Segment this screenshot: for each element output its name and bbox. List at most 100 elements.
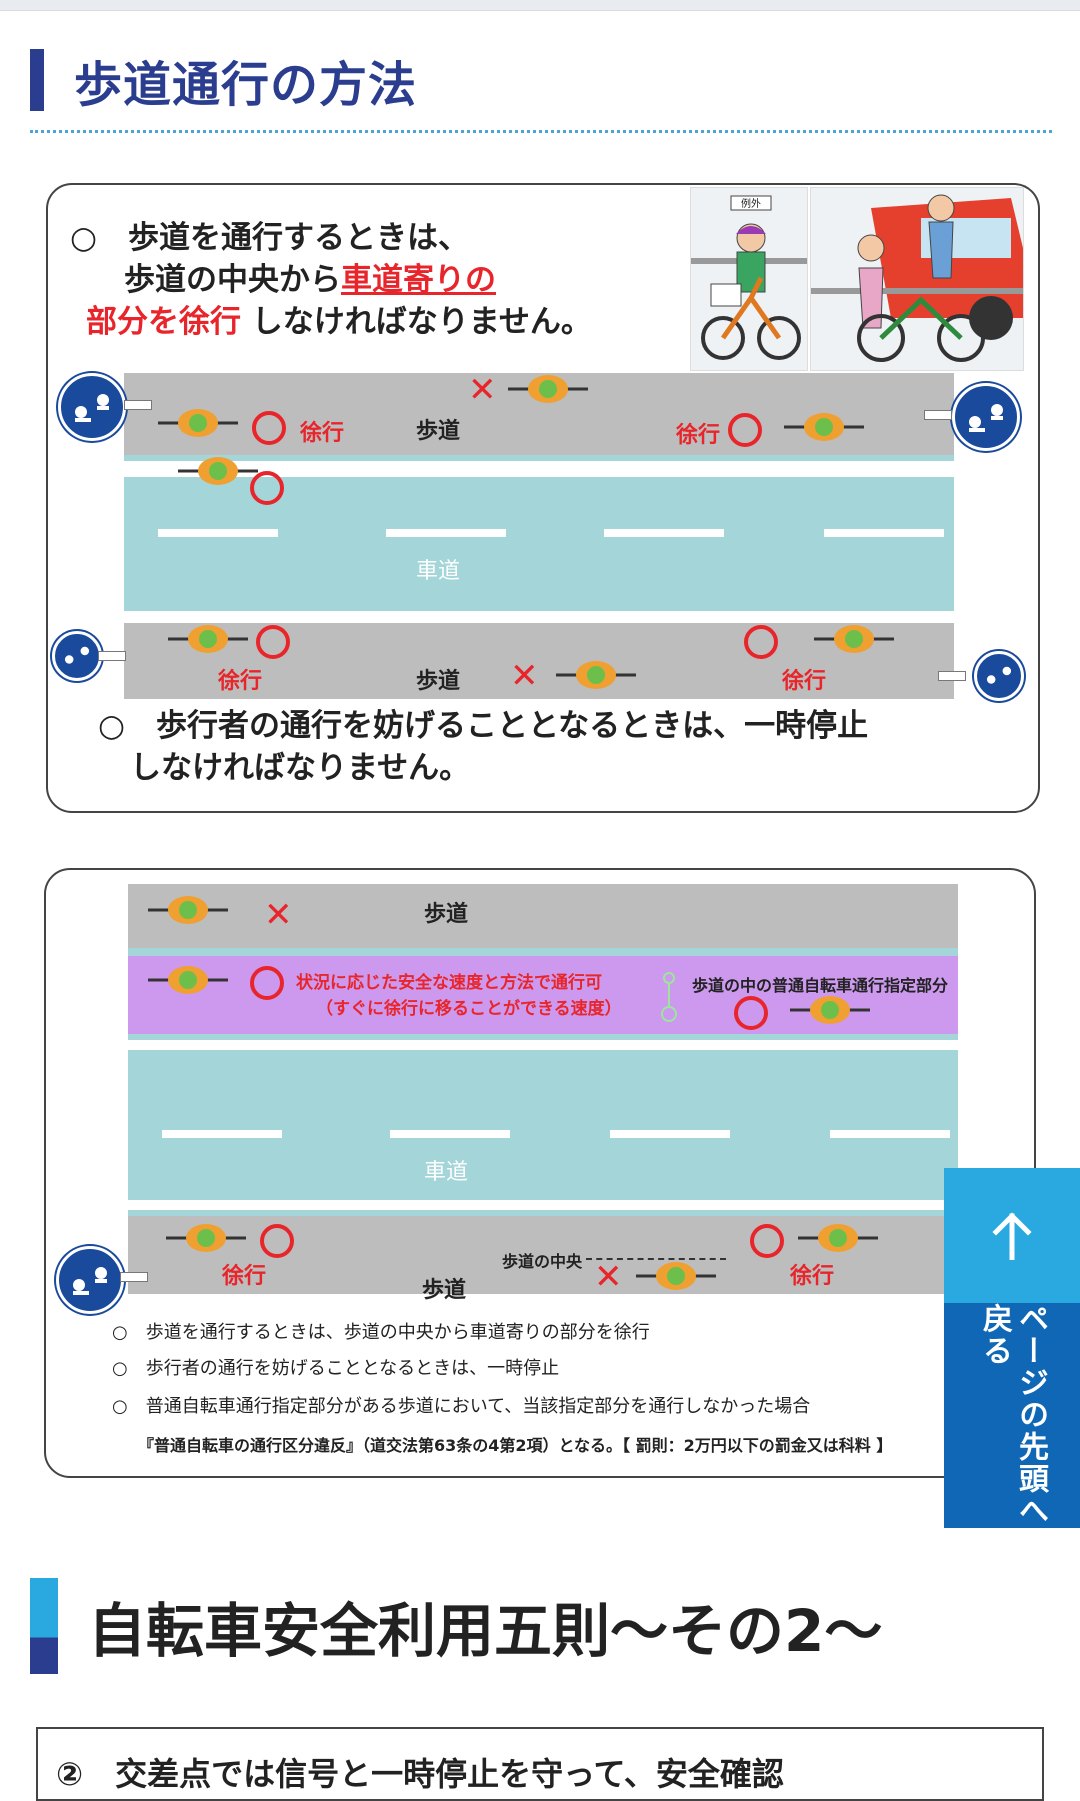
- lane-marking: [610, 1130, 730, 1138]
- back-to-top-arrow-area[interactable]: [944, 1168, 1080, 1303]
- slow-label: 徐行: [790, 1264, 835, 1289]
- slow-label: 徐行: [782, 669, 827, 694]
- arrow-up-icon: [992, 1211, 1032, 1260]
- section-title: 歩道通行の方法: [74, 57, 418, 113]
- sidewalk-rules-diagram-2: 車道 歩道 ✕ 状況に応じた安全な速度と方法で通行可 （すぐに徐行に移ることがで…: [44, 868, 1036, 1478]
- elderly-cyclist-illustration: 例外: [690, 187, 808, 371]
- bicycle-icon: [814, 625, 894, 653]
- roadway: [124, 477, 954, 611]
- ng-cross-icon: ✕: [594, 1257, 623, 1297]
- bicycle-pedestrian-sign-icon: [58, 373, 126, 441]
- curb: [124, 611, 954, 623]
- back-to-top-label-area[interactable]: ページの先頭へ戻る: [944, 1303, 1080, 1528]
- walking-bicycle-illustration: [810, 187, 1024, 371]
- ok-circle-icon: [744, 625, 778, 659]
- note-3: ○ 普通自転車通行指定部分がある歩道において、当該指定部分を通行しなかった場合: [112, 1396, 811, 1417]
- bicycle-icon: [636, 1262, 716, 1290]
- sidewalk-edge: [128, 948, 958, 956]
- lane-marking: [604, 529, 724, 537]
- rule-text-line2b: 車道寄りの: [341, 262, 496, 298]
- sign-post: [120, 1272, 148, 1282]
- ok-circle-icon: [728, 413, 762, 447]
- sidewalk-label: 歩道: [416, 669, 461, 694]
- bicycle-pedestrian-sign-icon: [952, 383, 1020, 451]
- lane-marking: [830, 1130, 950, 1138]
- rule-text-line3: 部分を徐行 しなければなりません。: [86, 301, 592, 343]
- roadway-edge: [124, 455, 954, 461]
- bicycle-icon: [148, 896, 228, 924]
- bicycle-lane-marking-icon: [661, 972, 677, 1022]
- bicycle-icon: [158, 409, 238, 437]
- designated-lane-label: 歩道の中の普通自転車通行指定部分: [692, 976, 949, 995]
- rule-2-box: ② 交差点では信号と一時停止を守って、安全確認: [36, 1727, 1044, 1801]
- lane-marking: [824, 529, 944, 537]
- center-dashed-line: [586, 1258, 726, 1260]
- roadway: [128, 1050, 958, 1200]
- curb: [124, 457, 954, 477]
- roadway-label: 車道: [416, 559, 461, 584]
- note-1: ○ 歩道を通行するときは、歩道の中央から車道寄りの部分を徐行: [112, 1322, 650, 1343]
- curb: [128, 1040, 958, 1050]
- sidewalk-top: [128, 884, 958, 948]
- rule-text-line3a: 部分を徐行: [86, 304, 241, 340]
- lane-marking: [158, 529, 278, 537]
- ng-cross-icon: ✕: [510, 656, 539, 696]
- rule-text-line4: ○ 歩行者の通行を妨げることとなるときは、一時停止: [98, 708, 869, 744]
- ng-cross-icon: ✕: [264, 895, 293, 935]
- ok-circle-icon: [250, 471, 284, 505]
- curb: [128, 1200, 958, 1210]
- slow-label: 徐行: [300, 421, 345, 446]
- sign-post: [124, 400, 152, 410]
- ng-cross-icon: ✕: [468, 370, 497, 410]
- rule-text-line1: ○ 歩道を通行するときは、: [70, 220, 470, 256]
- slow-label: 徐行: [222, 1264, 267, 1289]
- bicycle-pedestrian-sign-icon: [974, 651, 1024, 701]
- back-to-top-label: ページの先頭へ戻る: [977, 1303, 1048, 1527]
- top-divider: [0, 0, 1080, 11]
- bicycle-icon: [790, 996, 870, 1024]
- bicycle-icon: [148, 966, 228, 994]
- ok-circle-icon: [750, 1224, 784, 1258]
- purple-lane-text-2: （すぐに徐行に移ることができる速度）: [316, 999, 622, 1019]
- sidewalk-label: 歩道: [424, 902, 469, 927]
- sidewalk-label: 歩道: [422, 1278, 467, 1303]
- bicycle-icon: [508, 375, 588, 403]
- dotted-divider: [30, 130, 1052, 133]
- section-heading-2: 自転車安全利用五則～その2～: [30, 1578, 882, 1674]
- slow-label: 徐行: [676, 423, 721, 448]
- walking-bicycle-icon: [811, 194, 1023, 362]
- lane-marking: [162, 1130, 282, 1138]
- bicycle-icon: [166, 1224, 246, 1252]
- example-tag: 例外: [741, 197, 761, 210]
- sign-post: [98, 651, 126, 661]
- bicycle-pedestrian-sign-icon: [52, 631, 102, 681]
- ok-circle-icon: [734, 996, 768, 1030]
- section-title-2: 自転車安全利用五則～その2～: [88, 1597, 883, 1665]
- sign-post: [924, 410, 952, 420]
- sidewalk-edge: [128, 1210, 958, 1216]
- elderly-cyclist-icon: 例外: [691, 195, 807, 360]
- bicycle-icon: [784, 413, 864, 441]
- section-heading: 歩道通行の方法: [30, 48, 418, 113]
- rule-2-text: ② 交差点では信号と一時停止を守って、安全確認: [56, 1755, 784, 1793]
- sidewalk-center-label: 歩道の中央: [502, 1252, 583, 1271]
- rule-text-line2a: 歩道の中央から: [124, 262, 341, 298]
- bicycle-icon: [798, 1224, 878, 1252]
- bicycle-icon: [556, 661, 636, 689]
- heading-bar: [30, 1578, 58, 1674]
- penalty-note: 『普通自転車の通行区分違反』（道交法第63条の4第2項）となる。【 罰則：2万円…: [138, 1436, 893, 1455]
- rule-text-line5: しなければなりません。: [130, 750, 471, 786]
- bicycle-icon: [178, 457, 258, 485]
- purple-lane-text-1: 状況に応じた安全な速度と方法で通行可: [296, 973, 602, 993]
- slow-label: 徐行: [218, 669, 263, 694]
- ok-circle-icon: [256, 625, 290, 659]
- sidewalk-label: 歩道: [416, 419, 461, 444]
- lane-marking: [386, 529, 506, 537]
- bicycle-icon: [168, 625, 248, 653]
- sidewalk-rules-diagram-1: ○ 歩道を通行するときは、 歩道の中央から車道寄りの 部分を徐行 しなければなり…: [46, 183, 1040, 813]
- ok-circle-icon: [260, 1224, 294, 1258]
- note-2: ○ 歩行者の通行を妨げることとなるときは、一時停止: [112, 1358, 560, 1379]
- heading-bar: [30, 49, 44, 111]
- back-to-top-button[interactable]: ページの先頭へ戻る: [944, 1168, 1080, 1528]
- roadway-label: 車道: [424, 1160, 469, 1185]
